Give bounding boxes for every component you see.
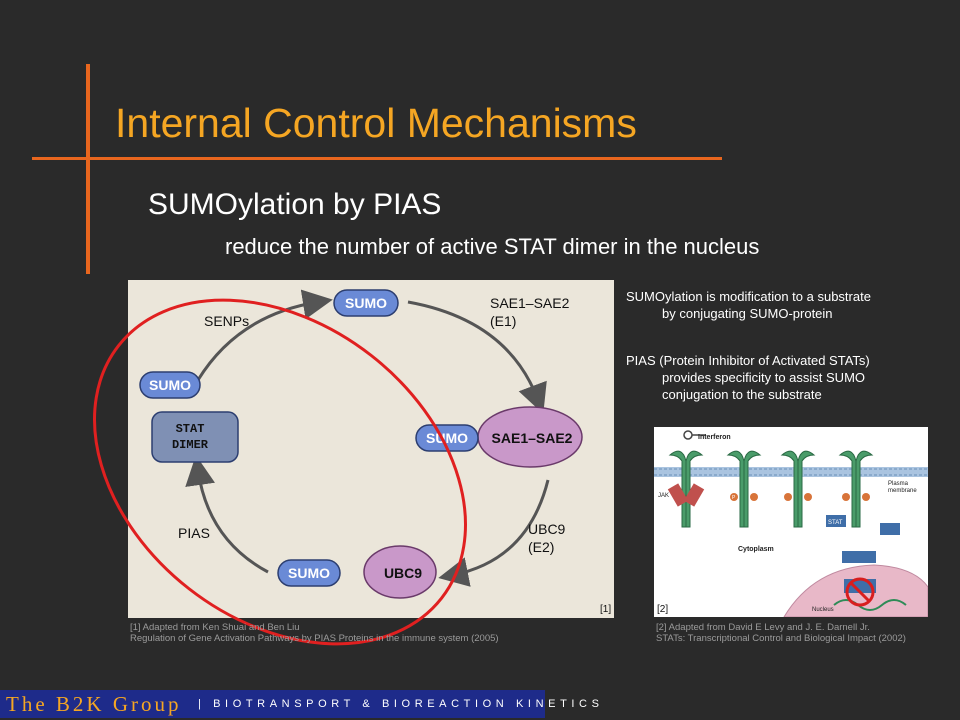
prohibition-icon	[845, 577, 875, 607]
slide-title: Internal Control Mechanisms	[115, 100, 637, 146]
footer-subtitle: | BIOTRANSPORT & BIOREACTION KINETICS	[198, 698, 604, 710]
figure2-caption-line1: [2] Adapted from David E Levy and J. E. …	[656, 622, 870, 633]
interferon-icon	[683, 430, 693, 440]
jak-stat-pathway-diagram: Interferon Plasma membrane JAK P S	[654, 430, 929, 618]
sae-label: SAE1–SAE2	[492, 430, 573, 446]
stat-dimer-block	[842, 551, 876, 563]
cytoplasm-label: Cytoplasm	[738, 546, 774, 553]
sumoylation-cycle-diagram: SUMO SUMO STAT DIMER SAE1–SAE2 SUMO UBC9…	[139, 289, 583, 599]
figure1-caption-line1: [1] Adapted from Ken Shuai and Ben Liu	[130, 622, 300, 633]
note2-line2: provides specificity to assist SUMO	[662, 370, 866, 385]
ubc9-label: UBC9	[384, 565, 422, 581]
sumo-left-label: SUMO	[149, 377, 191, 393]
note1-line2: by conjugating SUMO-protein	[662, 306, 833, 321]
receptor-1	[668, 450, 704, 528]
nucleus-label: Nucleus	[812, 607, 834, 613]
footer-group-name: The B2K Group	[6, 692, 182, 716]
sumo-top-label: SUMO	[345, 295, 387, 311]
figure2-ref-tag: [2]	[657, 604, 669, 615]
pias-label: PIAS	[178, 525, 210, 541]
sumoylation-cycle-figure: SUMO SUMO STAT DIMER SAE1–SAE2 SUMO UBC9…	[128, 280, 614, 618]
sumo-bottom-label: SUMO	[288, 565, 330, 581]
jak-stat-pathway-figure: Interferon Plasma membrane JAK P S	[654, 427, 929, 618]
receptor-3	[780, 450, 816, 528]
arrow-e1	[407, 300, 547, 415]
ubc9-e2-label-2: (E2)	[528, 539, 554, 555]
jak-block-1	[667, 483, 689, 507]
phospho-label: P	[732, 495, 736, 501]
stat-label-1: STAT	[828, 520, 843, 526]
figure1-caption-line2: Regulation of Gene Activation Pathways b…	[130, 633, 499, 644]
ubc9-e2-label-1: UBC9	[528, 521, 566, 537]
note2-line3: conjugation to the substrate	[662, 387, 822, 402]
jak-block-2	[683, 483, 705, 507]
stat-dimer-label-2: DIMER	[172, 438, 209, 452]
stat-block-1	[826, 515, 846, 527]
figure1-caption: [1] Adapted from Ken Shuai and Ben Liu R…	[130, 622, 499, 644]
plasma-membrane	[654, 467, 928, 477]
stat-dimer-node	[151, 411, 239, 463]
senps-label: SENPs	[204, 313, 249, 329]
note-sumoylation: SUMOylation is modification to a substra…	[626, 288, 871, 322]
plasma-label-1: Plasma	[888, 481, 909, 487]
dna-strand	[833, 599, 907, 611]
sae-e1-label-1: SAE1–SAE2	[490, 295, 570, 311]
slide-subtitle: SUMOylation by PIAS	[148, 188, 442, 221]
interferon-label: Interferon	[698, 434, 731, 441]
note-pias: PIAS (Protein Inhibitor of Activated STA…	[626, 352, 870, 403]
footer-bar: The B2K Group | BIOTRANSPORT & BIOREACTI…	[0, 690, 599, 718]
arrow-pias	[185, 455, 269, 574]
figure2-caption: [2] Adapted from David E Levy and J. E. …	[656, 622, 906, 644]
accent-horizontal-line	[32, 157, 722, 160]
figure2-caption-line2: STATs: Transcriptional Control and Biolo…	[656, 633, 906, 644]
note1-line1: SUMOylation is modification to a substra…	[626, 289, 871, 304]
jak-label: JAK	[658, 493, 669, 499]
stat-dimer-label-1: STAT	[176, 422, 205, 436]
sumo-right-label: SUMO	[426, 430, 468, 446]
sae-e1-label-2: (E1)	[490, 313, 516, 329]
figure1-ref-tag: [1]	[600, 604, 612, 615]
slide-subsubtitle: reduce the number of active STAT dimer i…	[225, 234, 760, 259]
receptor-4	[838, 450, 874, 528]
receptor-2	[726, 450, 762, 528]
stat-block-2	[880, 523, 900, 535]
accent-vertical-line	[86, 64, 90, 274]
plasma-label-2: membrane	[888, 488, 917, 494]
arrow-e2	[438, 479, 550, 587]
note2-line1: PIAS (Protein Inhibitor of Activated STA…	[626, 353, 870, 368]
